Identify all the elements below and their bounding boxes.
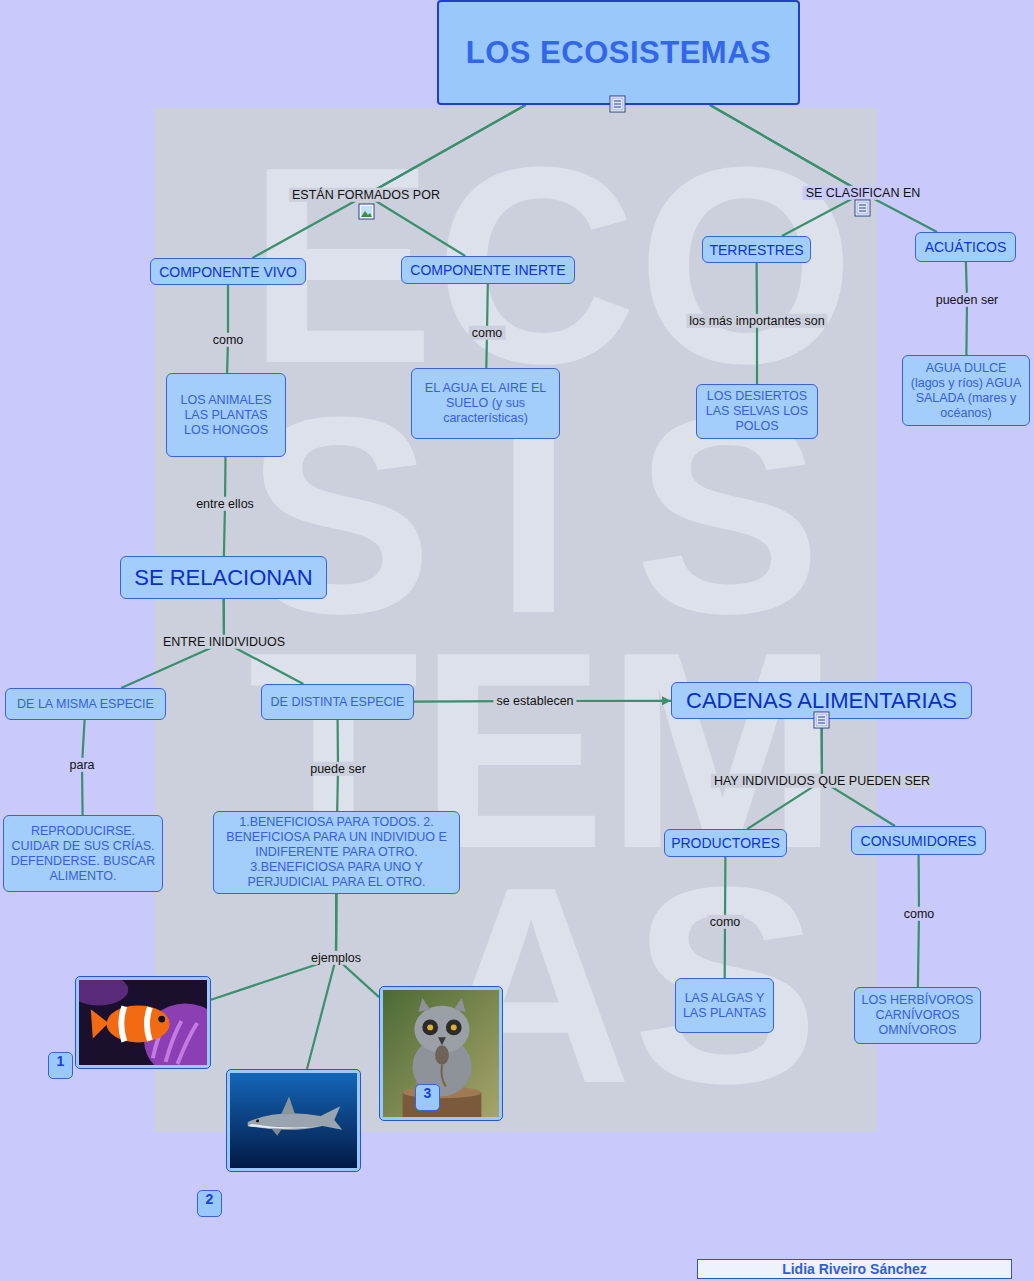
connector-label: como bbox=[210, 333, 247, 347]
concept-box: COMPONENTE INERTE bbox=[401, 256, 575, 284]
note-icon bbox=[814, 712, 829, 728]
node-text: EL AGUA EL AIRE EL SUELO (y sus caracter… bbox=[418, 381, 553, 426]
concept-box: PRODUCTORES bbox=[664, 829, 787, 857]
photo-illustration bbox=[230, 1073, 357, 1168]
title-box: LOS ECOSISTEMAS bbox=[437, 0, 800, 105]
connector-label: SE CLASIFICAN EN bbox=[803, 186, 924, 200]
node-text: PRODUCTORES bbox=[671, 835, 780, 851]
connector-label: puede ser bbox=[307, 762, 369, 776]
concept-box: EL AGUA EL AIRE EL SUELO (y sus caracter… bbox=[411, 368, 560, 439]
node-text: COMPONENTE VIVO bbox=[157, 264, 299, 280]
photo-frame: 2 bbox=[226, 1069, 361, 1172]
node-text: DE LA MISMA ESPECIE bbox=[12, 697, 159, 712]
callout-number: 2 bbox=[197, 1190, 222, 1217]
concept-box: LOS HERBÍVOROS CARNÍVOROS OMNÍVOROS bbox=[854, 987, 981, 1044]
connector-label: pueden ser bbox=[933, 293, 1002, 307]
connector-line bbox=[710, 105, 937, 232]
connector-line bbox=[822, 719, 895, 826]
concept-box: TERRESTRES bbox=[702, 236, 811, 263]
image-icon bbox=[359, 204, 374, 219]
connector-label: los más importantes son bbox=[686, 314, 827, 328]
concept-box: ACUÁTICOS bbox=[915, 232, 1016, 262]
node-text: 1.BENEFICIOSA PARA TODOS. 2. BENEFICIOSA… bbox=[220, 815, 453, 890]
connector-label: como bbox=[707, 915, 744, 929]
connector-line bbox=[336, 894, 379, 997]
photo-illustration bbox=[383, 990, 499, 1117]
connector-line bbox=[226, 285, 229, 373]
connector-label: ejemplos bbox=[308, 951, 364, 965]
concept-box: REPRODUCIRSE. CUIDAR DE SUS CRÍAS. DEFEN… bbox=[3, 815, 163, 892]
node-text: SE RELACIONAN bbox=[127, 565, 320, 591]
concept-box: COMPONENTE VIVO bbox=[150, 258, 306, 285]
author-box: Lidia Riveiro Sánchez bbox=[697, 1259, 1012, 1279]
node-text: REPRODUCIRSE. CUIDAR DE SUS CRÍAS. DEFEN… bbox=[10, 824, 156, 884]
connector-line bbox=[966, 262, 967, 355]
node-text: CONSUMIDORES bbox=[858, 833, 979, 849]
concept-box: LOS ANIMALES LAS PLANTAS LOS HONGOS bbox=[166, 373, 286, 457]
photo-frame: 3 bbox=[379, 986, 503, 1121]
connector-line bbox=[211, 894, 336, 1000]
photo-illustration bbox=[230, 1073, 357, 1168]
connector-label: se establecen bbox=[493, 694, 576, 708]
connector-label: ENTRE INIDIVIDUOS bbox=[160, 635, 288, 649]
connector-line bbox=[366, 105, 526, 256]
concept-box: AGUA DULCE (lagos y ríos) AGUA SALADA (m… bbox=[902, 355, 1030, 426]
callout-number: 1 bbox=[48, 1052, 73, 1079]
note-icon bbox=[610, 96, 625, 112]
node-text: AGUA DULCE (lagos y ríos) AGUA SALADA (m… bbox=[909, 361, 1023, 421]
connector-label: HAY INDIVIDUOS QUE PUEDEN SER bbox=[711, 774, 933, 788]
photo-illustration bbox=[79, 980, 207, 1065]
node-text: Lidia Riveiro Sánchez bbox=[702, 1261, 1007, 1277]
connector-line bbox=[710, 105, 863, 236]
concept-box: 1.BENEFICIOSA PARA TODOS. 2. BENEFICIOSA… bbox=[213, 811, 460, 894]
connector-label: ESTÁN FORMADOS POR bbox=[289, 188, 443, 202]
node-text: LOS DESIERTOS LAS SELVAS LOS POLOS bbox=[703, 389, 811, 434]
photo-frame: 1 bbox=[75, 976, 211, 1069]
concept-box: DE LA MISMA ESPECIE bbox=[5, 688, 166, 720]
connector-label: entre ellos bbox=[193, 497, 257, 511]
callout-number: 3 bbox=[415, 1084, 440, 1111]
node-text: LOS ECOSISTEMAS bbox=[445, 35, 792, 71]
connector-line bbox=[252, 105, 525, 258]
node-text: LAS ALGAS Y LAS PLANTAS bbox=[682, 991, 767, 1021]
photo-illustration bbox=[383, 990, 499, 1117]
node-text: DE DISTINTA ESPECIE bbox=[268, 695, 407, 710]
node-text: LOS HERBÍVOROS CARNÍVOROS OMNÍVOROS bbox=[861, 993, 974, 1038]
concept-box: DE DISTINTA ESPECIE bbox=[261, 684, 414, 720]
note-icon bbox=[855, 200, 870, 216]
node-text: ACUÁTICOS bbox=[922, 239, 1009, 255]
concept-box: SE RELACIONAN bbox=[120, 556, 327, 599]
concept-box: LAS ALGAS Y LAS PLANTAS bbox=[675, 978, 774, 1033]
photo-illustration bbox=[79, 980, 207, 1065]
node-text: COMPONENTE INERTE bbox=[408, 262, 568, 278]
node-text: CADENAS ALIMENTARIAS bbox=[678, 688, 965, 714]
connector-line bbox=[307, 894, 336, 1069]
concept-box: CONSUMIDORES bbox=[851, 826, 986, 855]
connector-label: como bbox=[901, 907, 938, 921]
concept-box: LOS DESIERTOS LAS SELVAS LOS POLOS bbox=[696, 384, 818, 439]
node-text: LOS ANIMALES LAS PLANTAS LOS HONGOS bbox=[173, 393, 279, 438]
connector-label: para bbox=[66, 758, 97, 772]
node-text: TERRESTRES bbox=[709, 242, 804, 258]
connector-label: como bbox=[469, 326, 506, 340]
